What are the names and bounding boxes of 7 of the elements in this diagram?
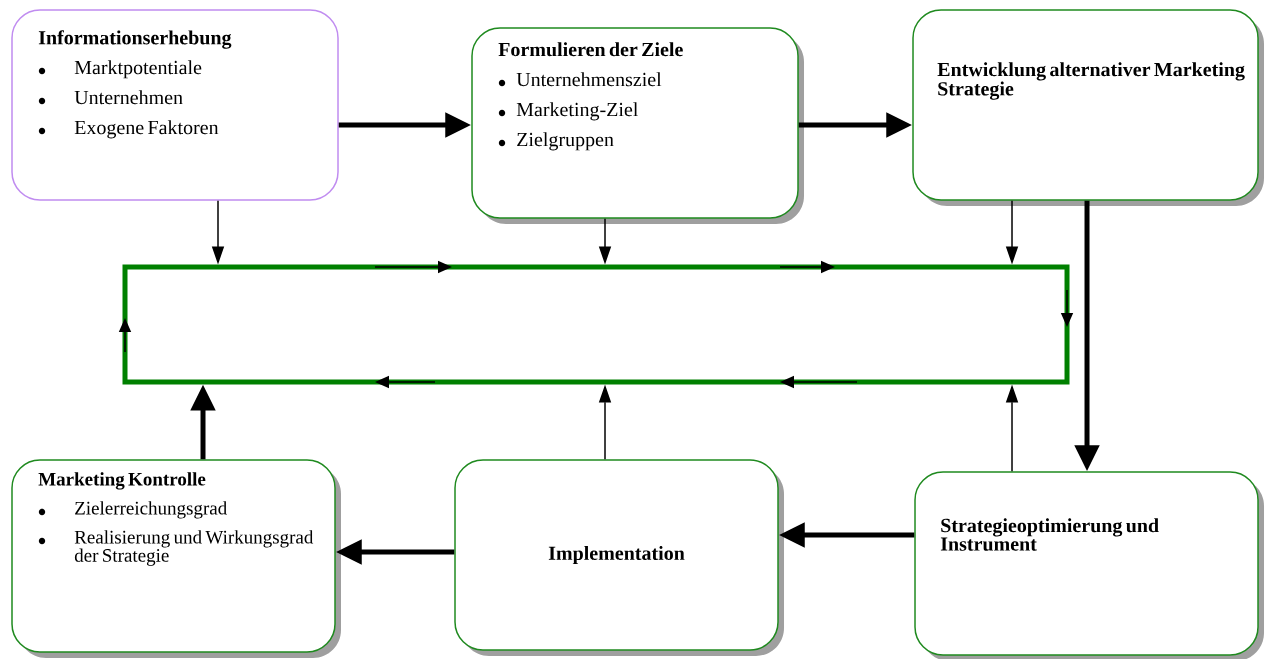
- process-box: Strategieoptimierung und Instrument: [914, 471, 1264, 659]
- loop-frame: [122, 264, 1070, 385]
- process-box: Informationserhebung Marktpotentiale Unternehmen Exogene Faktoren: [11, 9, 339, 201]
- process-box: Formulieren der Ziele Unternehmensziel Marketing-Ziel Zielgruppen: [471, 27, 804, 224]
- process-box: Implementation: [454, 459, 784, 656]
- process-box: Entwicklung alternativer Marketing Strategie: [912, 9, 1264, 206]
- process-box: Marketing Kontrolle Zielerreichungsgrad Realisierung und Wirkungsgrad der Strategie: [11, 459, 341, 658]
